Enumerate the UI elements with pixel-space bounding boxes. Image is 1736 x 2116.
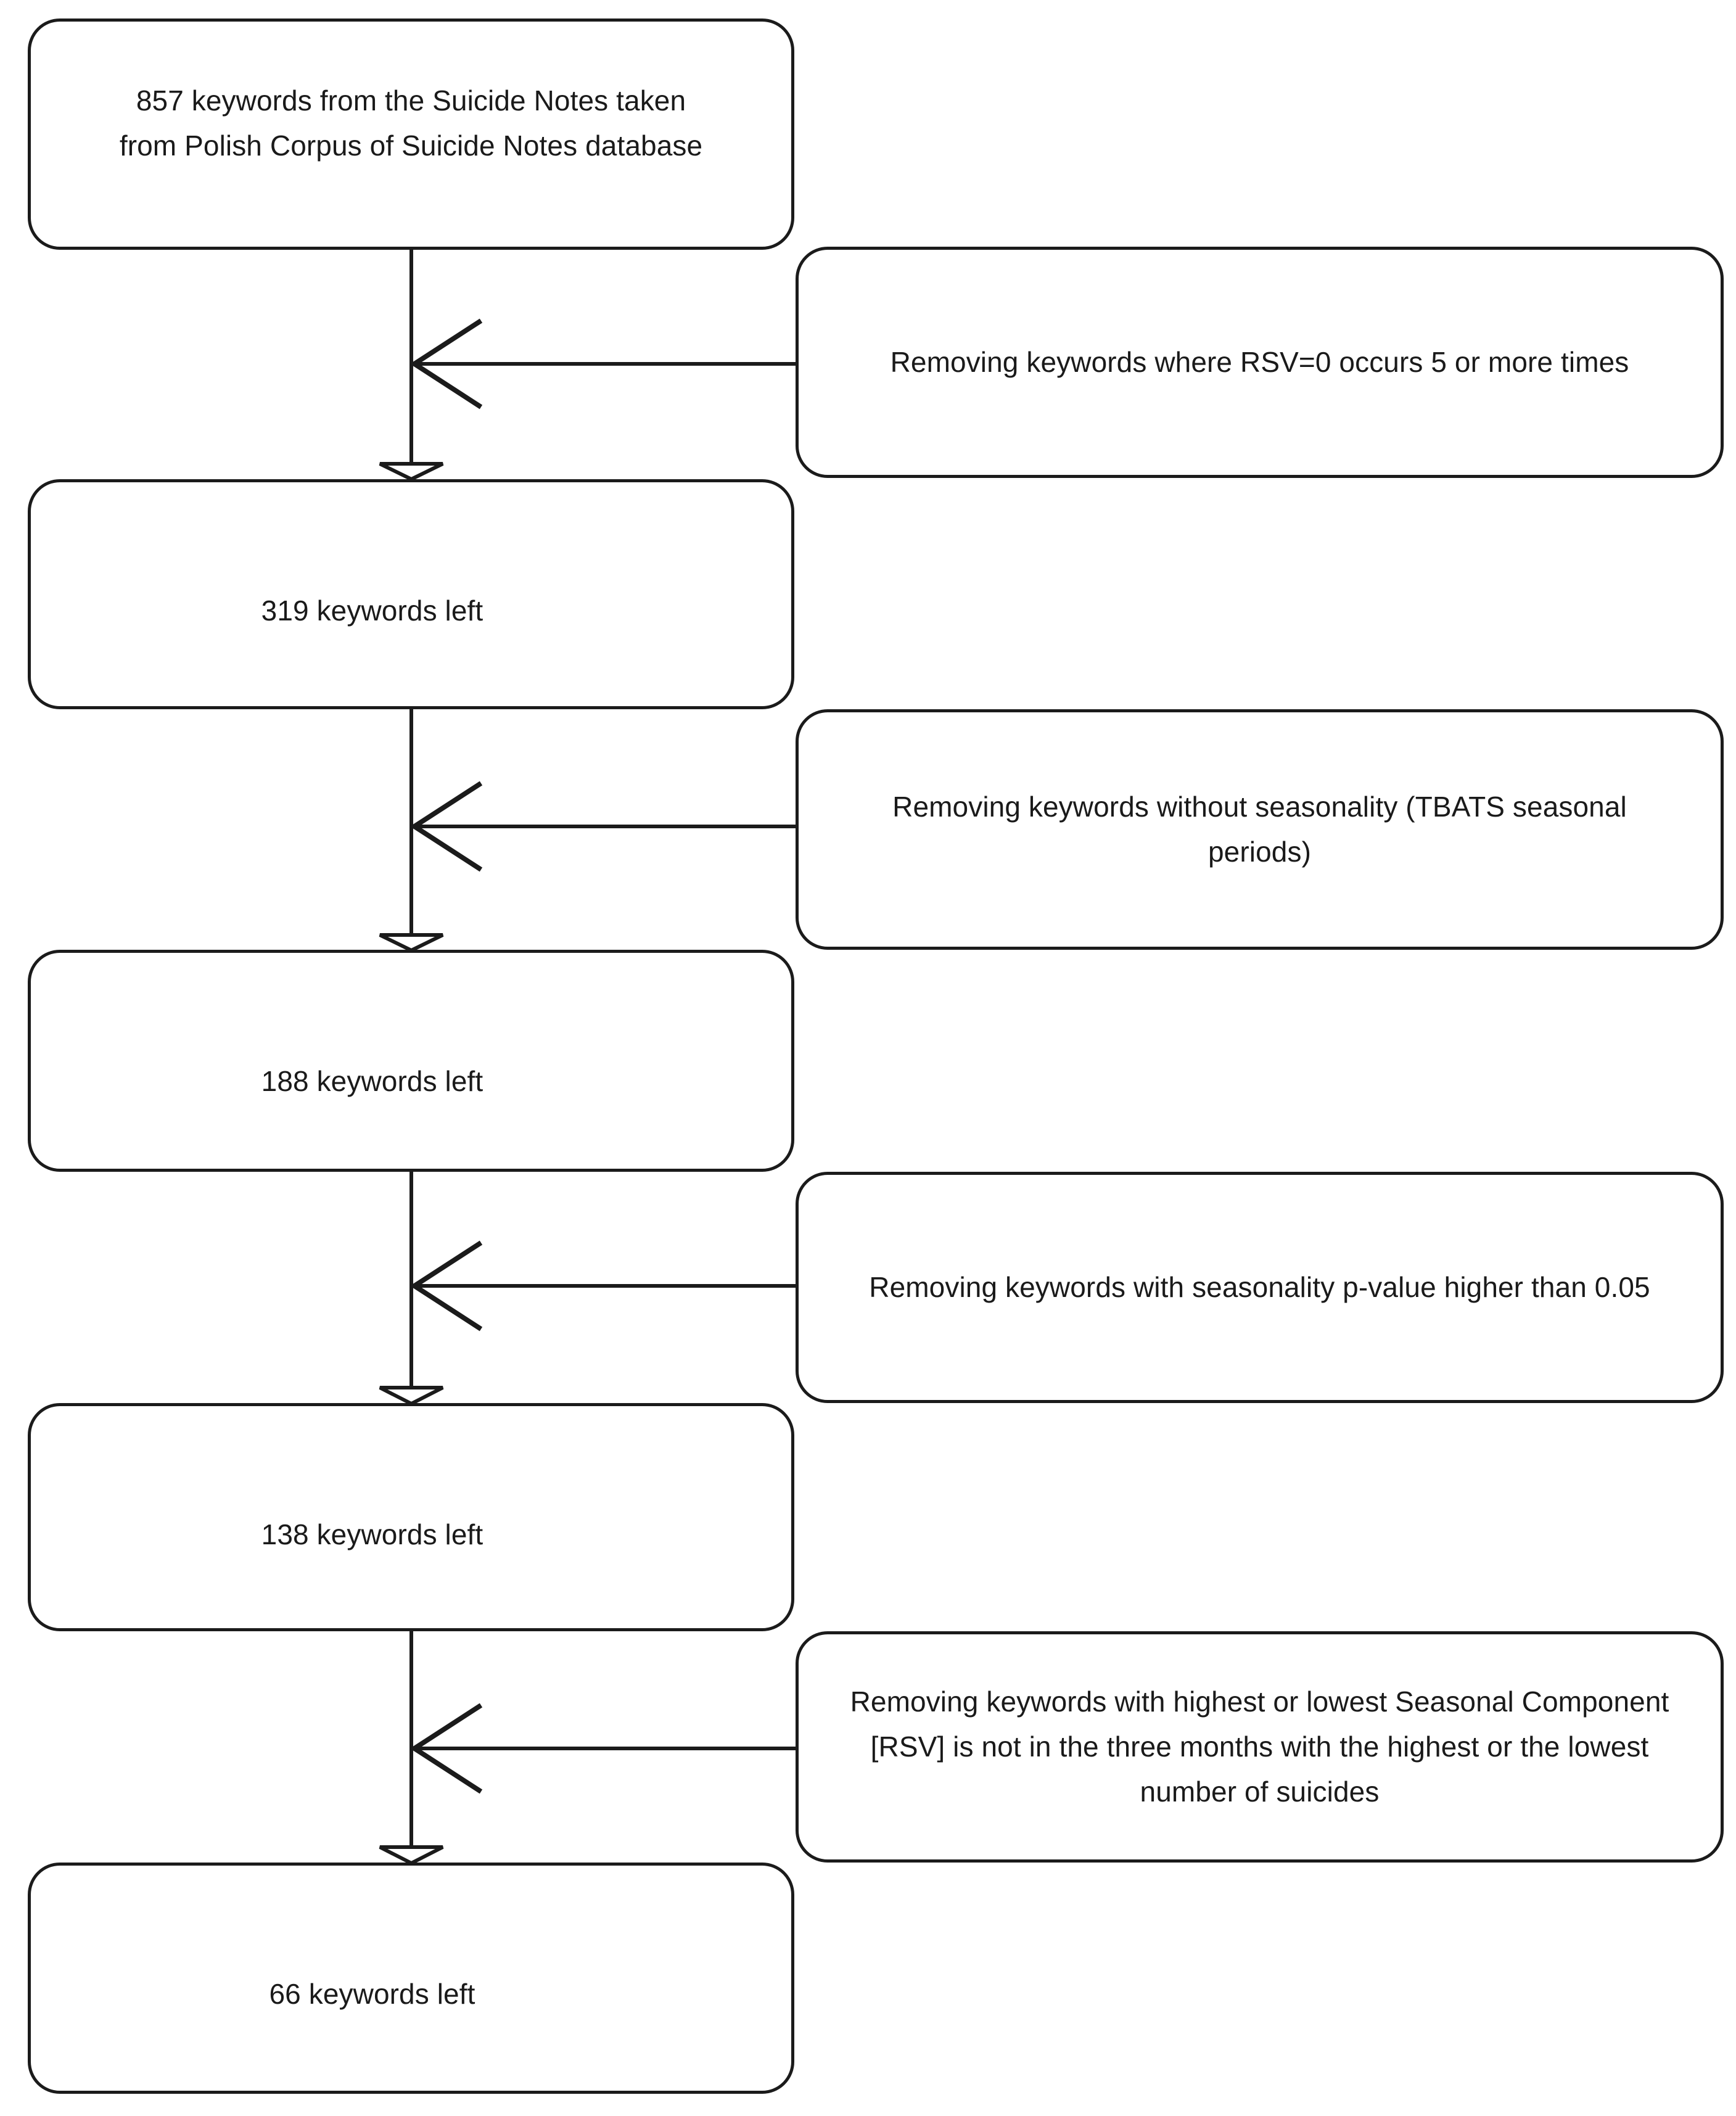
node-filter-2-label: Removing keywords without seasonality (T…	[892, 791, 1627, 868]
hollow-triangle-down-icon-4	[379, 1845, 444, 1866]
node-step3-result-label: 138 keywords left	[261, 1518, 483, 1550]
node-filter-3[interactable]: Removing keywords with seasonality p-val…	[796, 1172, 1724, 1403]
node-filter-1-label: Removing keywords where RSV=0 occurs 5 o…	[890, 346, 1629, 379]
node-filter-4-label: Removing keywords with highest or lowest…	[850, 1686, 1669, 1808]
chevron-left-icon-4	[409, 1703, 483, 1794]
node-step1-result[interactable]: 319 keywords left	[28, 479, 794, 709]
node-step1-result-label: 319 keywords left	[261, 595, 483, 627]
node-step2-result[interactable]: 188 keywords left	[28, 950, 794, 1172]
chevron-left-icon-2	[409, 781, 483, 872]
node-step3-result[interactable]: 138 keywords left	[28, 1403, 794, 1631]
node-filter-2[interactable]: Removing keywords without seasonality (T…	[796, 709, 1724, 950]
node-filter-1[interactable]: Removing keywords where RSV=0 occurs 5 o…	[796, 247, 1724, 478]
node-step2-result-label: 188 keywords left	[261, 1065, 483, 1097]
chevron-left-icon-3	[409, 1240, 483, 1332]
chevron-left-icon-1	[409, 318, 483, 410]
node-step4-result[interactable]: 66 keywords left	[28, 1863, 794, 2094]
hollow-triangle-down-icon-1	[379, 462, 444, 482]
node-filter-4[interactable]: Removing keywords with highest or lowest…	[796, 1631, 1724, 1863]
hollow-triangle-down-icon-2	[379, 933, 444, 953]
node-source-keywords[interactable]: 857 keywords from the Suicide Notes take…	[28, 19, 794, 250]
node-filter-3-label: Removing keywords with seasonality p-val…	[869, 1271, 1650, 1304]
node-step4-result-label: 66 keywords left	[269, 1978, 475, 2010]
node-source-keywords-label: 857 keywords from the Suicide Notes take…	[119, 84, 703, 162]
hollow-triangle-down-icon-3	[379, 1386, 444, 1406]
